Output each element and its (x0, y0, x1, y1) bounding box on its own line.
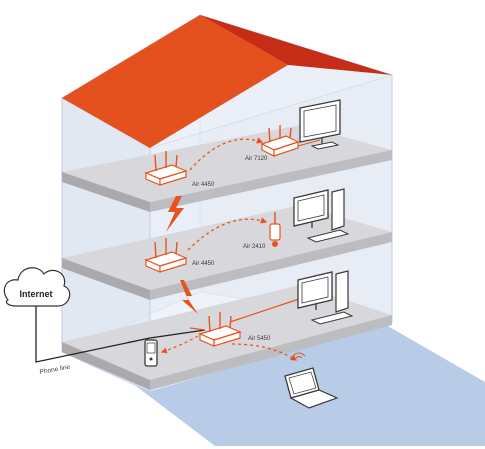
wifi-signal-icon (292, 352, 306, 359)
wifi-link-laptop (231, 343, 298, 361)
cable-bottom (229, 297, 303, 323)
wifi-link-top (189, 137, 264, 171)
internet-cloud-icon (3, 267, 71, 307)
desktop-pc-icon (297, 270, 354, 325)
phone-line-cable (35, 306, 206, 363)
internet-label: Internet (19, 289, 52, 299)
powerline-bolt-icon (180, 280, 198, 314)
wifi-link-phone (160, 335, 199, 354)
powerline-bolt-icon (166, 196, 184, 232)
floor-slab-top (62, 125, 392, 212)
floor-slab-middle (62, 205, 392, 300)
laptop-icon (284, 367, 339, 409)
router-middle-label: Air 4450 (192, 261, 215, 267)
extender-icon (269, 212, 281, 247)
router-icon (198, 312, 242, 347)
extender-middle-label: Air 2410 (243, 244, 266, 250)
wifi-link-middle (187, 217, 268, 251)
adapter-top-label: Air 7120 (245, 156, 268, 162)
desktop-pc-icon (293, 188, 350, 243)
mobile-phone-icon (144, 339, 158, 367)
router-top-label: Air 4450 (192, 182, 215, 188)
cable-top (297, 139, 321, 147)
roof-side (200, 15, 392, 75)
phone-line-label: Phone line (39, 364, 71, 376)
router-icon (144, 151, 188, 186)
router-icon (144, 238, 188, 273)
roof-front (62, 15, 288, 148)
monitor-icon (299, 99, 341, 150)
cable-bottom-2 (189, 327, 206, 331)
adapter-icon (260, 125, 300, 157)
router-bottom-label: Air 5450 (248, 336, 271, 342)
roof-gable (150, 65, 392, 148)
